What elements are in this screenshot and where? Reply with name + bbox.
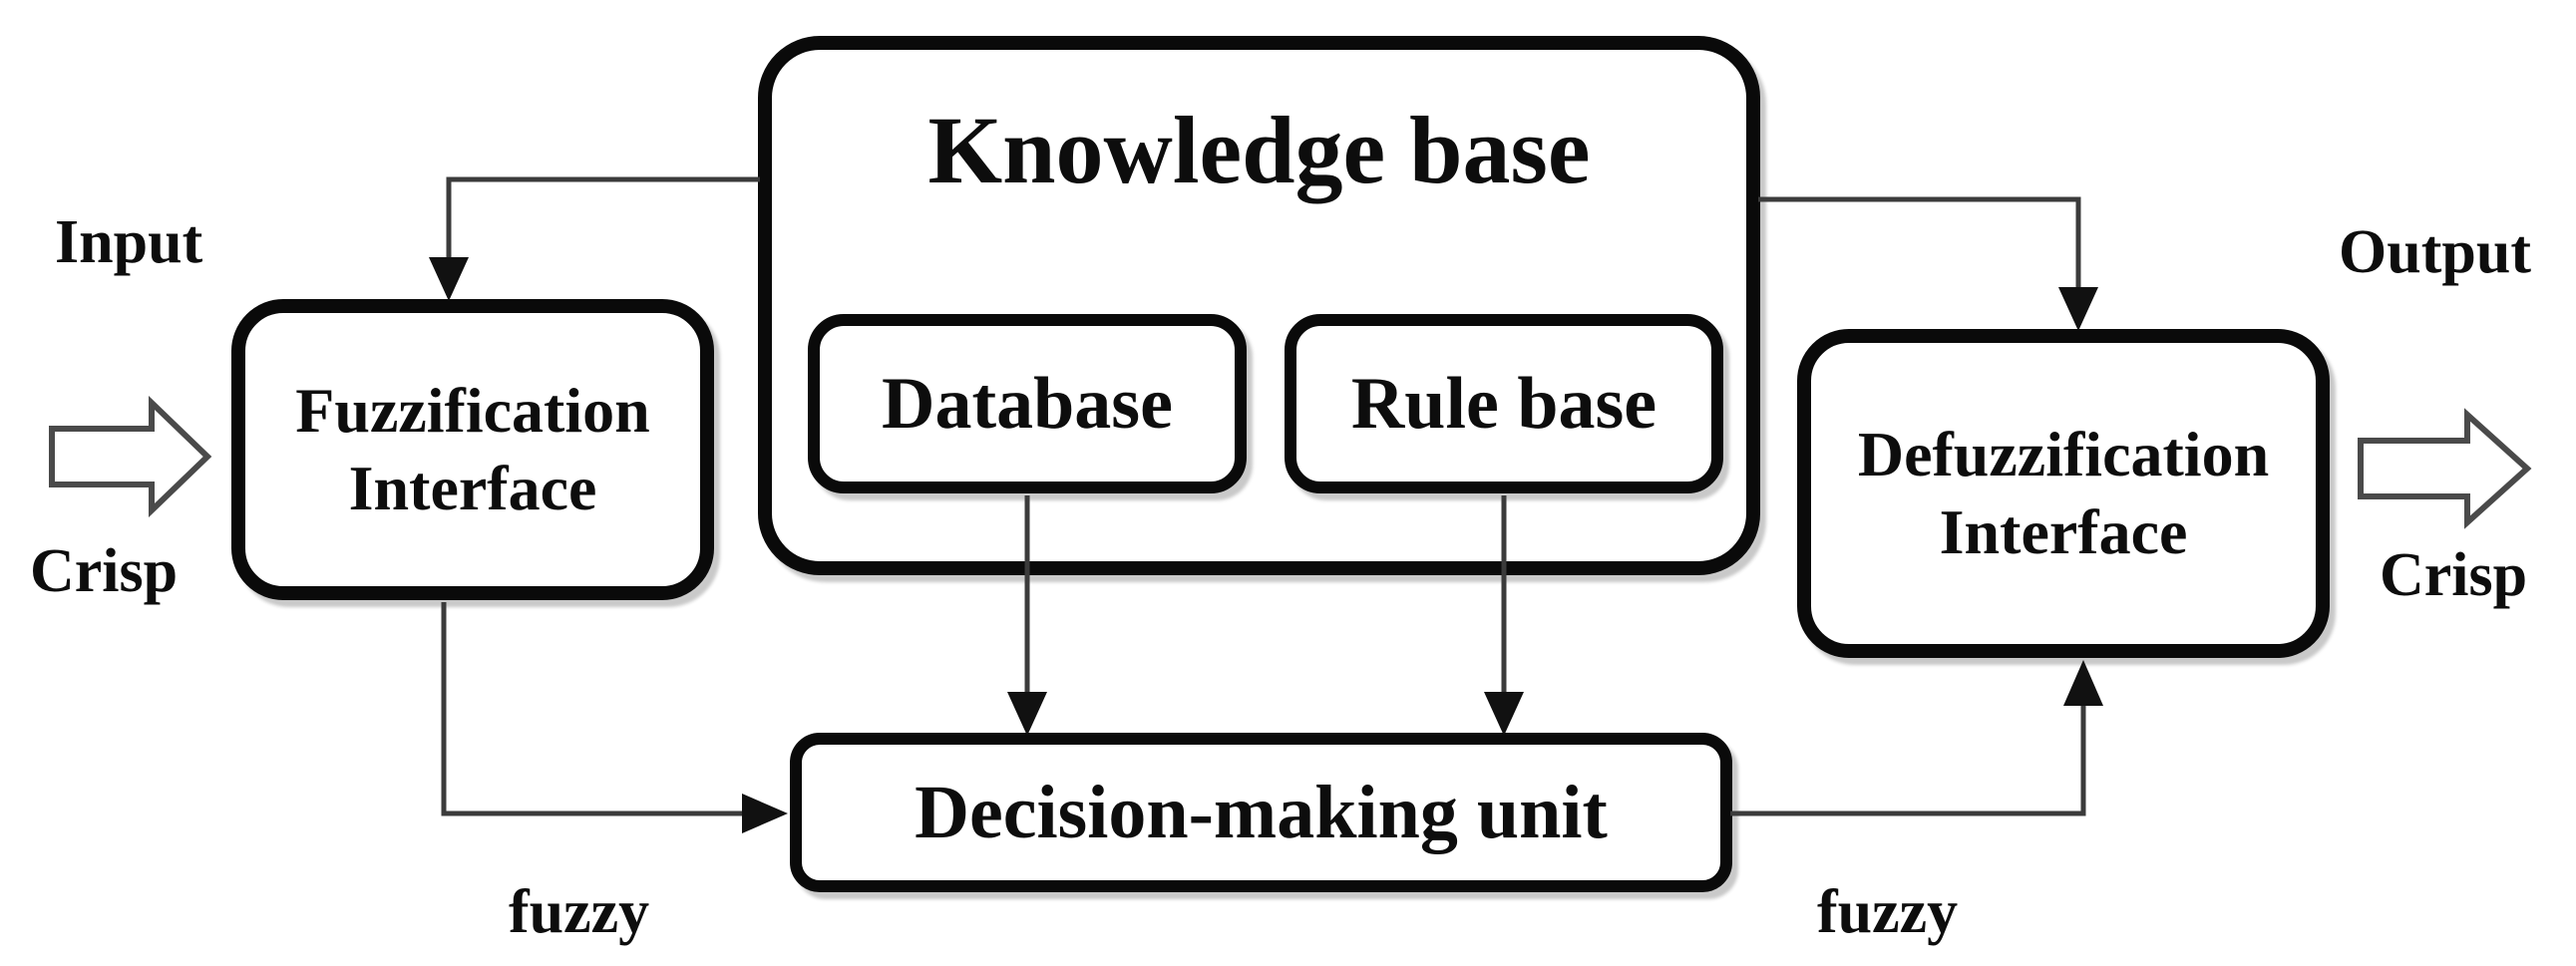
arrowhead-down-icon [429, 257, 469, 301]
defuzzification-interface-box: Defuzzification Interface [1797, 329, 2330, 658]
kb-to-fuzzification-connector [446, 176, 760, 261]
fuzzy-input-label: fuzzy [509, 878, 650, 946]
rule-base-label: Rule base [1350, 362, 1657, 445]
arrowhead-down-icon [1484, 692, 1524, 736]
fuzzification-interface-box: Fuzzification Interface [231, 299, 714, 600]
knowledge-base-label: Knowledge base [927, 97, 1591, 203]
fuzzification-to-decision-connector [441, 602, 746, 816]
output-label: Output [2339, 218, 2531, 286]
defuzzification-interface-label: Defuzzification Interface [1857, 418, 2270, 567]
knowledge-base-box: Knowledge base [758, 36, 1760, 575]
kb-to-defuzzification-connector [1758, 196, 2081, 291]
rule-base-box: Rule base [1285, 314, 1723, 493]
arrowhead-up-icon [2063, 660, 2103, 706]
arrowhead-right-icon [742, 794, 788, 833]
output-block-arrow-icon [2358, 408, 2532, 529]
decision-making-unit-box: Decision-making unit [790, 733, 1732, 892]
arrowhead-down-icon [2058, 287, 2098, 331]
crisp-output-label: Crisp [2380, 541, 2528, 609]
database-box: Database [808, 314, 1247, 493]
fuzzification-interface-label: Fuzzification Interface [295, 374, 650, 523]
database-label: Database [882, 362, 1173, 445]
fuzzy-output-label: fuzzy [1817, 878, 1959, 946]
decision-to-defuzzification-connector [1730, 702, 2086, 816]
crisp-input-label: Crisp [30, 537, 179, 605]
input-block-arrow-icon [49, 395, 212, 518]
arrowhead-down-icon [1007, 692, 1047, 736]
decision-making-unit-label: Decision-making unit [915, 770, 1608, 854]
input-label: Input [55, 208, 203, 276]
